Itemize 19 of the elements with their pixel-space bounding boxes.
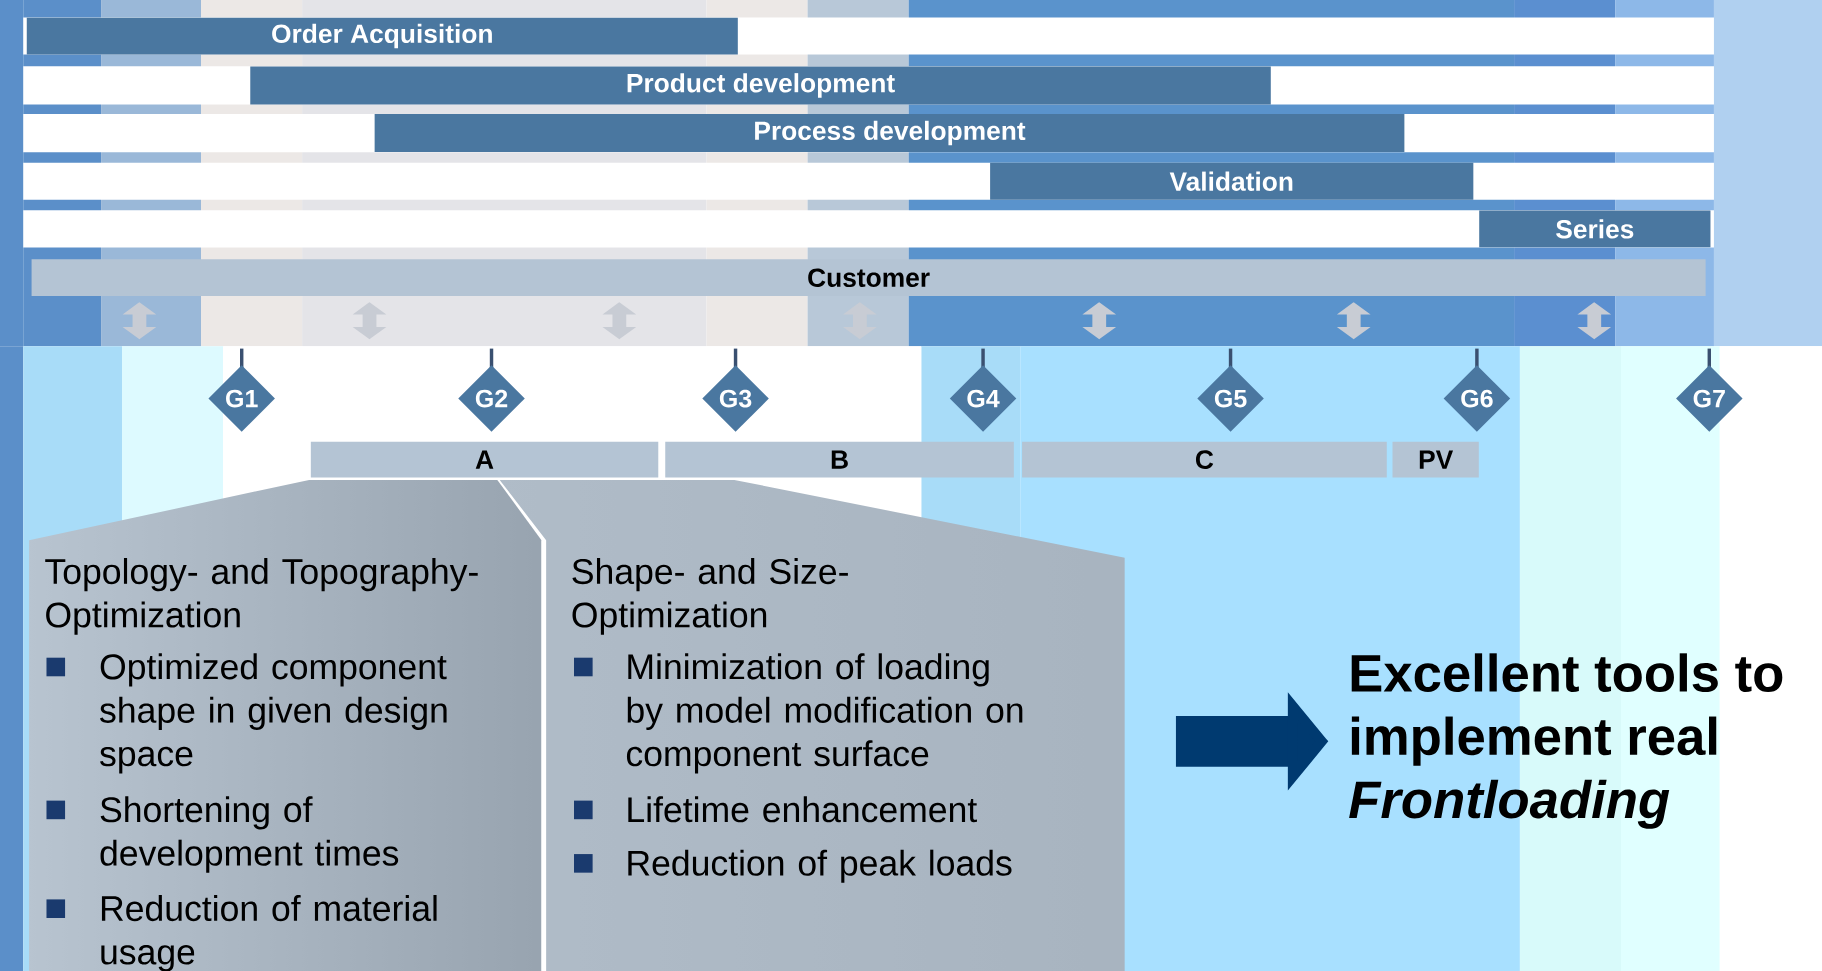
bullet-text: Minimization of loading by model modification on component surface (626, 653, 1023, 774)
stage-bar: A (310, 441, 659, 478)
customer-bar: Customer (31, 259, 1706, 296)
stage-bar: PV (1392, 441, 1479, 478)
panel-heading: Topology- and Topography-Optimization (45, 557, 478, 635)
phase-bar: Order Acquisition (26, 17, 738, 55)
bullet-text: Reduction of material usage (101, 894, 437, 971)
phase-bar: Product development (250, 66, 1271, 105)
bullet-text: Lifetime enhancement (628, 796, 977, 823)
phase-bar: Validation (990, 162, 1474, 200)
bullet-text: Reduction of peak loads (628, 849, 1012, 883)
conclusion-text: Excellent tools to implement real Frontloading (1349, 653, 1783, 829)
bullet-text: Optimized component shape in given design space (100, 653, 447, 774)
phase-bar: Process development (374, 113, 1405, 152)
panel-heading: Shape- and Size-Optimization (572, 557, 848, 635)
stage-bar: B (665, 441, 1014, 478)
stage-bar: C (1022, 441, 1387, 478)
phase-bar: Series (1479, 210, 1711, 248)
bullet-text: Shortening of development times (100, 796, 399, 873)
